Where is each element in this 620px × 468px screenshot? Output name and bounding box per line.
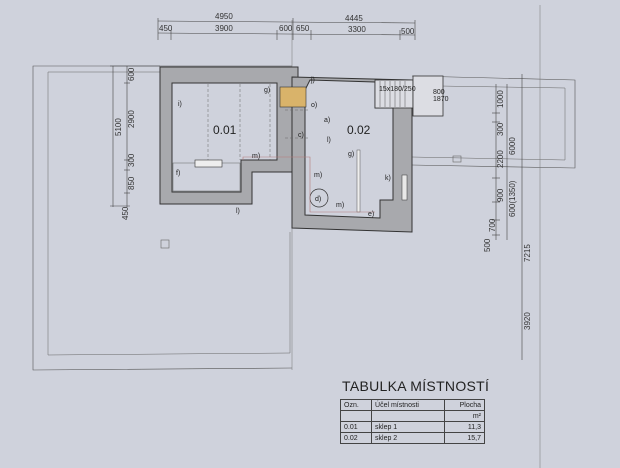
dim-lines-left bbox=[110, 65, 160, 207]
cell-area: 11,3 bbox=[443, 421, 486, 433]
header-cell: Účel místnosti bbox=[371, 399, 445, 411]
stair-label: 15x180/250 bbox=[379, 86, 416, 93]
dim-left: 5100 bbox=[114, 118, 123, 136]
dashed-lines bbox=[207, 84, 310, 160]
room-table: TABULKA MÍSTNOSTÍ Ozn. Účel místnosti Pl… bbox=[339, 378, 490, 444]
room-table-grid: Ozn. Účel místnosti Plocha m² 0.01 sklep… bbox=[339, 399, 486, 444]
wall-room-001 bbox=[159, 66, 299, 205]
dim-lines-right bbox=[492, 74, 523, 360]
window-k bbox=[401, 174, 408, 201]
drain-icon bbox=[160, 239, 170, 249]
marker: m) bbox=[252, 153, 260, 160]
room-label-001: 0.01 bbox=[213, 123, 237, 137]
unit-cell: m² bbox=[443, 410, 486, 422]
marker: m) bbox=[314, 172, 322, 179]
dim-right: 600(1350) bbox=[508, 180, 517, 217]
dim-right: 1000 bbox=[496, 90, 505, 108]
dim-right: 2200 bbox=[496, 150, 505, 168]
dim-right: 700 bbox=[488, 218, 497, 232]
marker: c) bbox=[298, 132, 304, 139]
stair-treads bbox=[379, 81, 406, 107]
dim-top: 4445 bbox=[345, 14, 363, 23]
stair-width: 800 bbox=[433, 89, 445, 96]
dim-right: 500 bbox=[483, 238, 492, 252]
marker: m) bbox=[336, 202, 344, 209]
dim-right: 300 bbox=[496, 122, 505, 136]
dim-top: 450 bbox=[159, 24, 173, 33]
dim-lines-top bbox=[157, 18, 416, 40]
pipe-route bbox=[242, 156, 375, 213]
dim-left: 450 bbox=[121, 206, 130, 220]
room-table-title: TABULKA MÍSTNOSTÍ bbox=[342, 378, 490, 394]
header-cell: Ozn. bbox=[339, 399, 373, 411]
dim-top: 4950 bbox=[215, 12, 233, 21]
cell-id: 0.01 bbox=[339, 421, 373, 433]
marker: j) bbox=[310, 77, 315, 84]
dim-top: 3900 bbox=[215, 24, 233, 33]
boiler bbox=[194, 159, 223, 168]
pipe bbox=[356, 149, 361, 213]
insulation-block bbox=[279, 86, 307, 108]
marker: f) bbox=[176, 170, 180, 177]
dim-right-total: 6000 bbox=[508, 137, 517, 155]
marker: g) bbox=[264, 87, 270, 94]
empty-cell bbox=[339, 410, 373, 422]
dim-right: 900 bbox=[496, 188, 505, 202]
cell-name: sklep 1 bbox=[371, 421, 445, 433]
dim-right-outer: 3920 bbox=[523, 312, 532, 330]
dim-left: 600 bbox=[127, 67, 136, 81]
drain-icon bbox=[452, 155, 462, 163]
stair-area bbox=[374, 79, 414, 109]
dim-left: 850 bbox=[127, 176, 136, 190]
stair-landing bbox=[412, 75, 444, 117]
marker: d) bbox=[315, 196, 321, 203]
marker: l) bbox=[236, 208, 240, 215]
dim-top: 500 bbox=[401, 27, 415, 36]
marker: l) bbox=[327, 137, 331, 144]
cell-id: 0.02 bbox=[339, 432, 373, 444]
table-row: 0.01 sklep 1 11,3 bbox=[339, 421, 486, 433]
marker: o) bbox=[311, 102, 317, 109]
table-header: Ozn. Účel místnosti Plocha bbox=[339, 399, 486, 411]
site-outline bbox=[32, 65, 293, 371]
dim-left: 300 bbox=[127, 153, 136, 167]
marker: a) bbox=[324, 117, 330, 124]
terrace-outline bbox=[411, 75, 576, 169]
stair-height: 1870 bbox=[433, 96, 449, 103]
header-cell: Plocha bbox=[443, 399, 486, 411]
dim-right-outer: 7215 bbox=[523, 244, 532, 262]
marker: k) bbox=[385, 175, 391, 182]
table-row: 0.02 sklep 2 15,7 bbox=[339, 432, 486, 444]
dim-top: 600 bbox=[279, 24, 293, 33]
terrace-outline-inner bbox=[411, 85, 566, 161]
marker: e) bbox=[368, 211, 374, 218]
room-label-002: 0.02 bbox=[347, 123, 371, 137]
marker: i) bbox=[178, 101, 182, 108]
site-outline-inner bbox=[47, 71, 292, 356]
table-unit-row: m² bbox=[339, 410, 486, 422]
empty-cell bbox=[371, 410, 445, 422]
cell-area: 15,7 bbox=[443, 432, 486, 444]
dim-top: 3300 bbox=[348, 25, 366, 34]
marker: g) bbox=[348, 151, 354, 158]
dim-top: 650 bbox=[296, 24, 310, 33]
cell-name: sklep 2 bbox=[371, 432, 445, 444]
dim-left: 2900 bbox=[127, 110, 136, 128]
